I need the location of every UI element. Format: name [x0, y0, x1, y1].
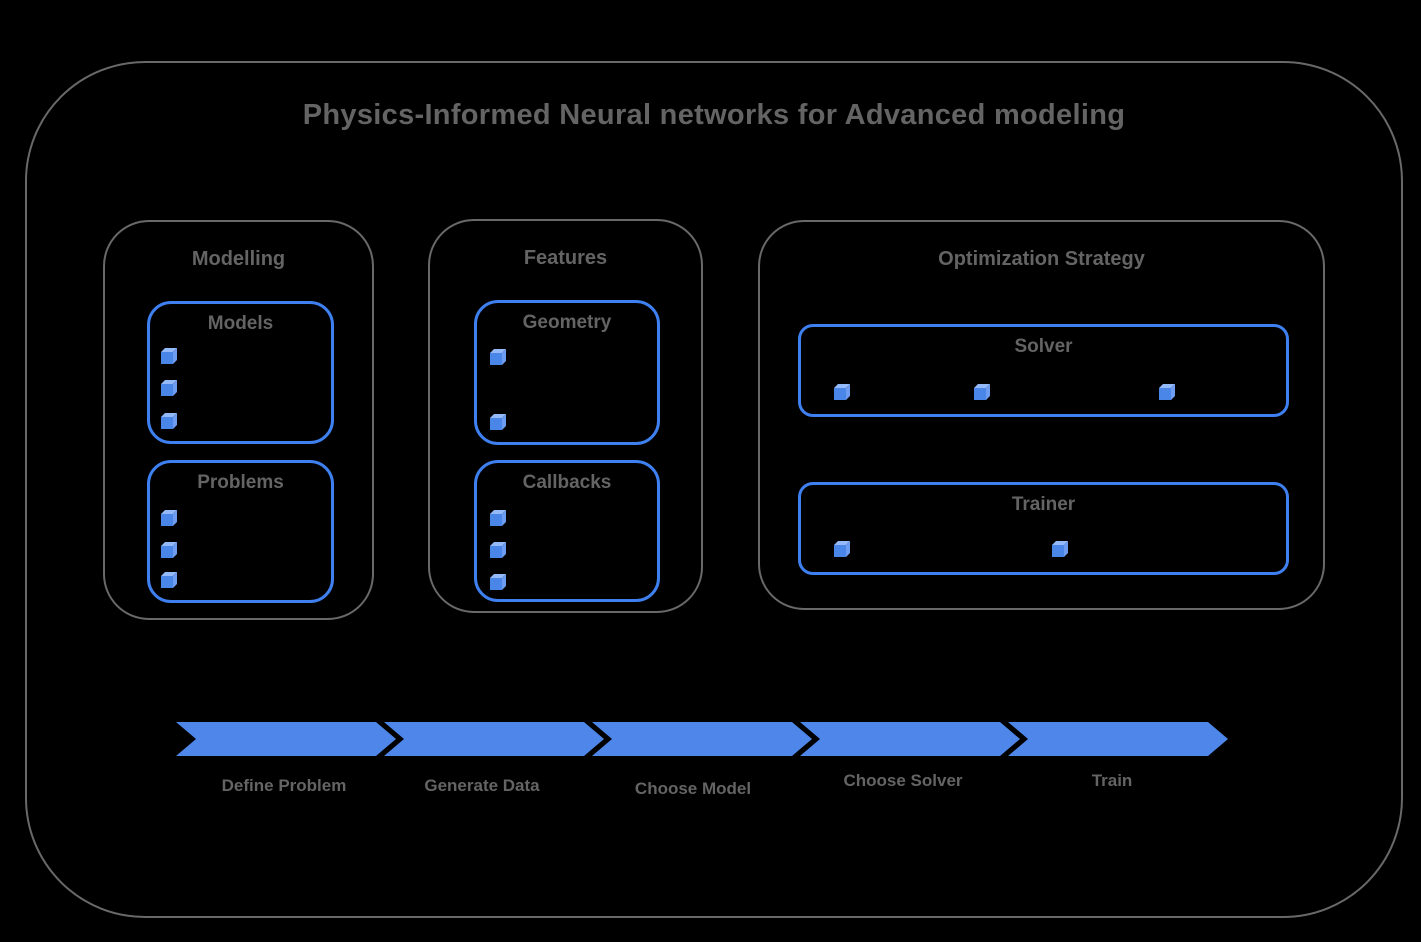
box-problems-title: Problems: [197, 472, 284, 493]
box-models: Models: [147, 301, 334, 444]
box-solver: Solver: [798, 324, 1289, 417]
box-callbacks: Callbacks: [474, 460, 660, 602]
cube-icon: [161, 572, 177, 588]
step-label-train: Train: [1091, 771, 1133, 790]
cube-icon: [834, 384, 850, 400]
step-label-choose-model: Choose Model: [634, 779, 752, 798]
box-problems: Problems: [147, 460, 334, 603]
section-features: Features Geometry Callbacks: [428, 219, 703, 613]
chevron-arrow-choose-model: [592, 722, 812, 756]
cube-icon: [490, 574, 506, 590]
cube-icon: [161, 542, 177, 558]
box-trainer: Trainer: [798, 482, 1289, 575]
cube-icon: [974, 384, 990, 400]
chevron-arrow-generate-data: [384, 722, 604, 756]
step-label-choose-solver: Choose Solver: [843, 771, 963, 790]
cube-icon: [161, 348, 177, 364]
box-models-title: Models: [207, 313, 274, 334]
box-solver-title: Solver: [1014, 336, 1073, 357]
box-geometry: Geometry: [474, 300, 660, 445]
cube-icon: [161, 380, 177, 396]
box-geometry-title: Geometry: [522, 312, 612, 333]
section-modelling-title: Modelling: [191, 248, 286, 270]
cube-icon: [1159, 384, 1175, 400]
section-features-title: Features: [523, 247, 608, 269]
chevron-arrow-choose-solver: [800, 722, 1020, 756]
step-label-generate-data: Generate Data: [424, 776, 540, 795]
section-modelling: Modelling Models Problems: [103, 220, 374, 620]
cube-icon: [161, 510, 177, 526]
outer-container: [25, 61, 1403, 918]
section-optimization: Optimization Strategy Solver Trainer: [758, 220, 1325, 610]
cube-icon: [490, 510, 506, 526]
section-optimization-title: Optimization Strategy: [938, 248, 1145, 270]
step-label-define-problem: Define Problem: [221, 776, 347, 795]
box-callbacks-title: Callbacks: [522, 472, 612, 493]
cube-icon: [490, 349, 506, 365]
cube-icon: [834, 541, 850, 557]
cube-icon: [1052, 541, 1068, 557]
cube-icon: [490, 414, 506, 430]
box-trainer-title: Trainer: [1011, 494, 1076, 515]
cube-icon: [490, 542, 506, 558]
chevron-arrow-define-problem: [176, 722, 396, 756]
cube-icon: [161, 413, 177, 429]
diagram-title: Physics-Informed Neural networks for Adv…: [302, 99, 1126, 131]
chevron-arrow-train: [1008, 722, 1228, 756]
